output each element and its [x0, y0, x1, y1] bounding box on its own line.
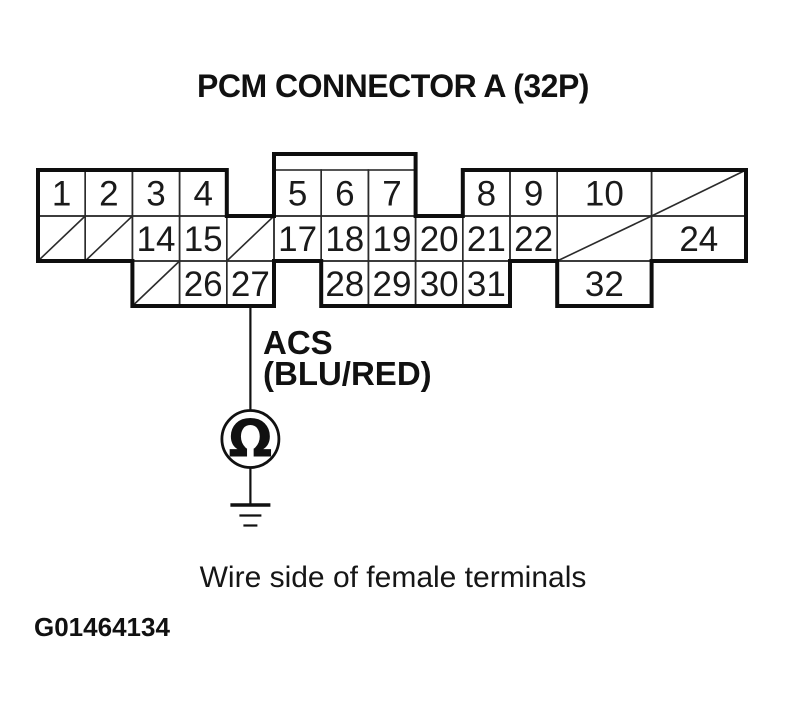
- caption: Wire side of female terminals: [199, 561, 587, 594]
- pin-number: 2: [99, 175, 118, 214]
- pin-number: 7: [382, 175, 401, 214]
- blocked-diagonal-line: [226, 215, 275, 262]
- pin-number: 28: [325, 265, 364, 304]
- pin-number: 20: [420, 220, 459, 259]
- omega-icon: Ω: [228, 410, 272, 470]
- connector-outline: [36, 152, 748, 308]
- ground-icon: [230, 503, 271, 527]
- pin-number: 3: [146, 175, 165, 214]
- figure-id: G01464134: [34, 612, 170, 642]
- test-probe-group: Ω: [220, 306, 281, 527]
- wire-label: ACS (BLU/RED): [263, 324, 432, 392]
- pin-number: 31: [467, 265, 506, 304]
- pin-number: 21: [467, 220, 506, 259]
- pin-number: 27: [231, 265, 270, 304]
- pin-number: 29: [373, 265, 412, 304]
- blocked-diagonal-line: [37, 215, 86, 262]
- pin-number: 9: [524, 175, 543, 214]
- pin-number: 32: [585, 265, 624, 304]
- blocked-diagonal-line: [556, 215, 652, 262]
- pin-number: 22: [514, 220, 553, 259]
- pin-number: 26: [184, 265, 223, 304]
- pin-number: 4: [193, 175, 212, 214]
- pin-number: 18: [325, 220, 364, 259]
- pin-number: 5: [288, 175, 307, 214]
- pin-number: 24: [679, 220, 718, 259]
- blocked-diagonal-line: [651, 169, 747, 217]
- pin-number: 17: [278, 220, 317, 259]
- pin-number: 8: [477, 175, 496, 214]
- blocked-diagonal-line: [84, 215, 133, 262]
- pin-number: 19: [373, 220, 412, 259]
- wire-color-code: (BLU/RED): [263, 355, 432, 392]
- pin-number: 15: [184, 220, 223, 259]
- pin-number: 1: [52, 175, 71, 214]
- pin-number: 6: [335, 175, 354, 214]
- wire-signal-name: ACS: [263, 324, 333, 361]
- pin-number: 30: [420, 265, 459, 304]
- diagram-title: PCM CONNECTOR A (32P): [197, 68, 589, 104]
- pin-number: 10: [585, 175, 624, 214]
- pin-number: 14: [137, 220, 176, 259]
- blocked-diagonal-line: [131, 260, 181, 307]
